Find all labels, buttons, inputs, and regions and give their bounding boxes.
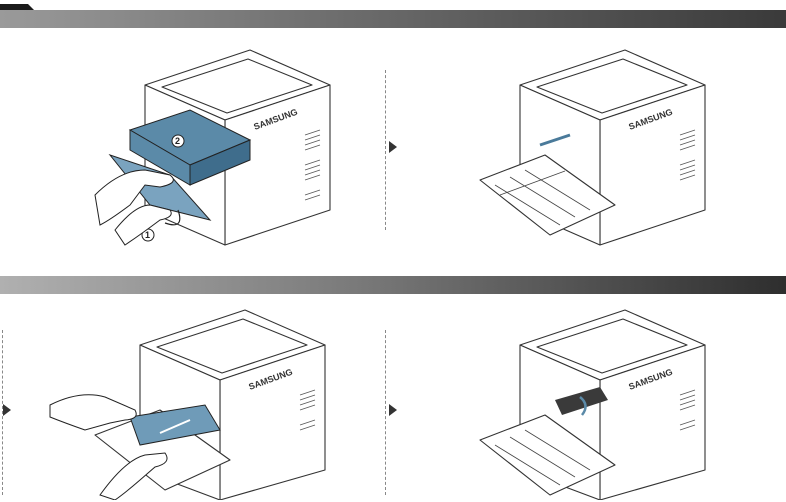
printer-remove-jammed-paper-illustration: SAMSUNG bbox=[49, 309, 326, 500]
step-divider bbox=[2, 330, 3, 495]
next-step-arrow bbox=[389, 141, 397, 153]
printer-close-unit-illustration: SAMSUNG bbox=[479, 309, 706, 500]
section-header-bar-middle bbox=[0, 276, 786, 294]
step-divider bbox=[385, 70, 386, 230]
step-divider bbox=[385, 330, 386, 495]
printer-open-tray-pull-illustration: SAMSUNG 2 1 bbox=[94, 49, 331, 246]
section-header-bar-top bbox=[0, 10, 786, 28]
svg-text:2: 2 bbox=[175, 136, 180, 146]
svg-text:1: 1 bbox=[145, 230, 150, 240]
next-step-arrow bbox=[3, 404, 11, 416]
printer-front-cover-open-illustration: SAMSUNG bbox=[479, 49, 706, 246]
next-step-arrow bbox=[389, 404, 397, 416]
